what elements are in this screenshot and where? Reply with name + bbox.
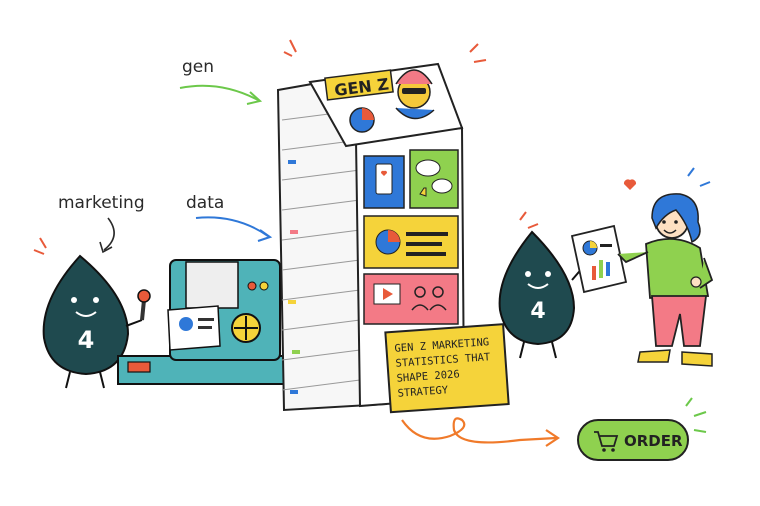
mascot-left: 4 [42, 254, 143, 389]
arrow-gen-head [246, 91, 263, 105]
report-line [600, 244, 612, 247]
magazine-cover-shirt [395, 107, 435, 120]
press-dial [259, 281, 269, 291]
people-bodies [411, 304, 447, 311]
press-dial [247, 281, 257, 291]
arrow-data-head [257, 229, 273, 242]
panel-chat [409, 149, 459, 209]
report-pie-slice [590, 241, 597, 248]
mascot-left-number: 4 [78, 326, 95, 354]
mascot-right-eye [525, 271, 531, 277]
magazine-cover-hair [395, 69, 433, 85]
spark-lines [33, 39, 539, 255]
order-button[interactable]: ORDER [577, 419, 689, 461]
printing-press [117, 259, 291, 385]
report-bar [592, 266, 596, 280]
person-pants [651, 295, 708, 347]
phone-icon [375, 163, 393, 195]
arrow-squiggle-head [545, 429, 560, 447]
annotation-gen-text: gen [182, 57, 214, 77]
sign-board [384, 323, 510, 414]
arrow-marketing-head [99, 241, 113, 254]
report-paper [570, 224, 628, 294]
person-eye [662, 220, 666, 224]
person-hoodie [645, 238, 710, 299]
person-icon [414, 286, 426, 298]
person-shoe [637, 349, 671, 363]
arrow-squiggle [401, 417, 557, 444]
arrow-gen [179, 84, 259, 101]
magazine-cover-sunglasses [402, 88, 426, 94]
report-sheet [570, 224, 628, 294]
cart-icon [594, 431, 619, 452]
mascot-left-eye [71, 297, 77, 303]
chat-bubble-icon [415, 159, 441, 177]
spark-lines-blue [687, 167, 711, 187]
mascot-left-leg [99, 371, 105, 389]
spark-lines-green [685, 397, 707, 433]
order-button-label[interactable]: ORDER [624, 432, 683, 450]
arrow-to-order [401, 417, 560, 447]
play-icon [383, 288, 393, 300]
panel-line [406, 252, 446, 256]
arrow-marketing [103, 217, 115, 251]
sign-line-3: SHAPE 2026 [396, 368, 460, 384]
person-smile [663, 229, 677, 234]
title-sign: GEN Z MARKETING STATISTICS THAT SHAPE 20… [384, 323, 510, 414]
heart-icon [380, 170, 388, 176]
person-eye [674, 220, 678, 224]
press-gear-spokes [234, 316, 258, 340]
press-lever [140, 299, 146, 321]
floating-heart-icon [623, 179, 637, 190]
person-arm-left [617, 251, 649, 264]
paper-stack: GEN Z [276, 62, 466, 412]
report-bar [606, 262, 610, 276]
thumbs-up-icon [419, 187, 427, 197]
mascot-right: 4 [498, 230, 585, 359]
mascot-left-arm [125, 319, 143, 327]
mascot-right-eye [545, 271, 551, 277]
report-bar [599, 260, 603, 278]
sheet-line [198, 326, 212, 329]
press-roller [185, 261, 239, 309]
panel-line [406, 232, 448, 236]
panel-line [406, 242, 442, 246]
mascot-left-leg [65, 371, 71, 389]
annotation-gen: gen [179, 57, 263, 105]
annotation-data: data [186, 193, 273, 242]
press-output-sheet [167, 305, 221, 351]
stack-page-edges [281, 109, 361, 391]
happy-person [617, 179, 714, 367]
annotation-marketing: marketing [58, 193, 145, 254]
person-arm-right [699, 257, 714, 289]
mascot-right-leg [551, 341, 557, 359]
chat-bubble-icon [431, 178, 453, 194]
person-hair [651, 193, 701, 244]
mascot-left-eye [93, 297, 99, 303]
magazine-title-box [324, 69, 394, 101]
press-base-panel [127, 361, 151, 373]
sheet-pie-icon [179, 317, 193, 331]
press-lever-knob [137, 289, 151, 303]
annotation-marketing-text: marketing [58, 193, 145, 213]
person-shoe [681, 351, 713, 367]
thumbs-up-hand-icon [690, 276, 702, 288]
mascot-right-smile [527, 283, 549, 289]
arrow-data [195, 216, 269, 237]
mascot-right-number: 4 [530, 299, 545, 324]
annotation-data-text: data [186, 193, 224, 213]
mascot-left-smile [75, 311, 97, 317]
sheet-line [198, 318, 214, 321]
panel-pie-slice [388, 230, 400, 242]
magazine-pie-slice [362, 108, 374, 120]
stack-color-tabs [288, 160, 300, 394]
mascot-right-leg [519, 341, 525, 359]
sign-line-4: STRATEGY [397, 384, 449, 400]
person-icon [432, 286, 444, 298]
